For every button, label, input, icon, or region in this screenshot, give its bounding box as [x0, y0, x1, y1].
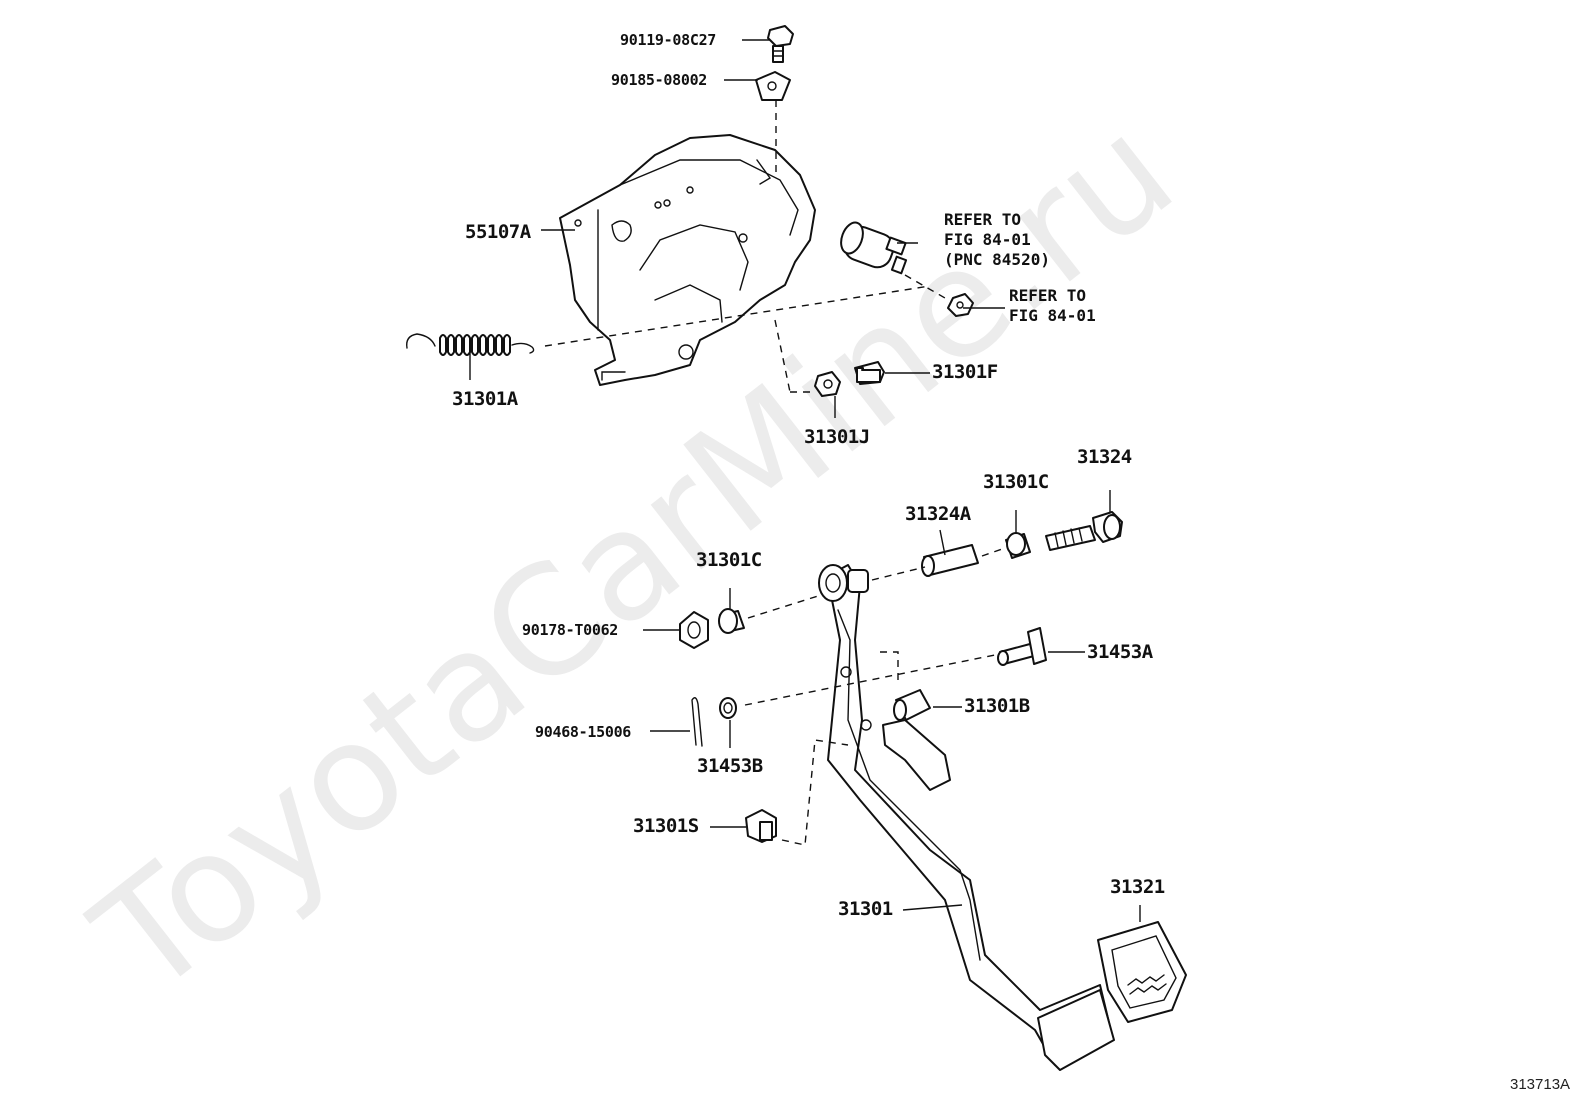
dashed-guide-clevis [744, 651, 996, 706]
return-spring-31301a[interactable] [406, 333, 535, 356]
clip-nut-90185-08002[interactable] [755, 71, 791, 101]
note-switch-line2: FIG 84-01 [944, 230, 1031, 249]
bushing-31301c-upper[interactable] [1005, 532, 1031, 559]
cushion-31301b[interactable] [893, 689, 931, 721]
bolt-31324[interactable] [1045, 511, 1123, 551]
bushing-31301c-lower[interactable] [718, 608, 745, 634]
clutch-pedal-arm-31301[interactable] [818, 564, 1113, 1066]
label-31301: 31301 [838, 898, 893, 920]
dashed-guide-31301j [774, 319, 810, 393]
switch-nut[interactable] [947, 293, 974, 317]
label-90119-08c27: 90119-08C27 [620, 31, 716, 49]
nut-31301j[interactable] [814, 371, 841, 397]
note-nut-line2: FIG 84-01 [1009, 306, 1096, 325]
label-55107a: 55107A [465, 221, 532, 243]
label-31321: 31321 [1110, 876, 1165, 898]
bolt-31301f[interactable] [854, 361, 885, 385]
label-90468-15006: 90468-15006 [535, 723, 631, 741]
label-31453a: 31453A [1087, 641, 1154, 663]
label-31301b: 31301B [964, 695, 1030, 717]
label-31324a: 31324A [905, 503, 972, 525]
pedal-pad-31321[interactable] [1097, 921, 1187, 1023]
label-31301f: 31301F [932, 361, 998, 383]
pedal-pad-on-arm [1037, 989, 1115, 1071]
clevis-pin-31453a[interactable] [997, 627, 1047, 666]
label-31324: 31324 [1077, 446, 1132, 468]
clip-90468-15006[interactable] [691, 697, 703, 747]
label-31301s: 31301S [633, 815, 699, 837]
note-nut-line1: REFER TO [1009, 286, 1086, 305]
label-31453b: 31453B [697, 755, 763, 777]
stopper-31301s[interactable] [745, 809, 777, 843]
label-31301a: 31301A [452, 388, 519, 410]
note-switch-line1: REFER TO [944, 210, 1021, 229]
label-31301c-upper: 31301C [983, 471, 1049, 493]
figure-code: 313713A [1510, 1076, 1570, 1093]
pedal-bracket-55107a[interactable] [559, 134, 816, 386]
dashed-guide-stopper [781, 739, 849, 846]
leader-lines [469, 39, 1141, 922]
label-90178-t0062: 90178-T0062 [522, 621, 618, 639]
dashed-guide-lower-bushing [747, 595, 819, 619]
label-90185-08002: 90185-08002 [611, 71, 707, 89]
note-switch-line3: (PNC 84520) [944, 250, 1050, 269]
collar-31324a[interactable] [921, 544, 979, 577]
bolt-90119-08c27[interactable] [767, 25, 794, 63]
clutch-switch[interactable] [837, 220, 908, 275]
nut-90178-t0062[interactable] [679, 611, 709, 649]
label-31301j: 31301J [804, 426, 870, 448]
bushing-31453b[interactable] [719, 697, 737, 719]
label-31301c-lower: 31301C [696, 549, 762, 571]
dashed-guide-pivot [871, 547, 1006, 581]
